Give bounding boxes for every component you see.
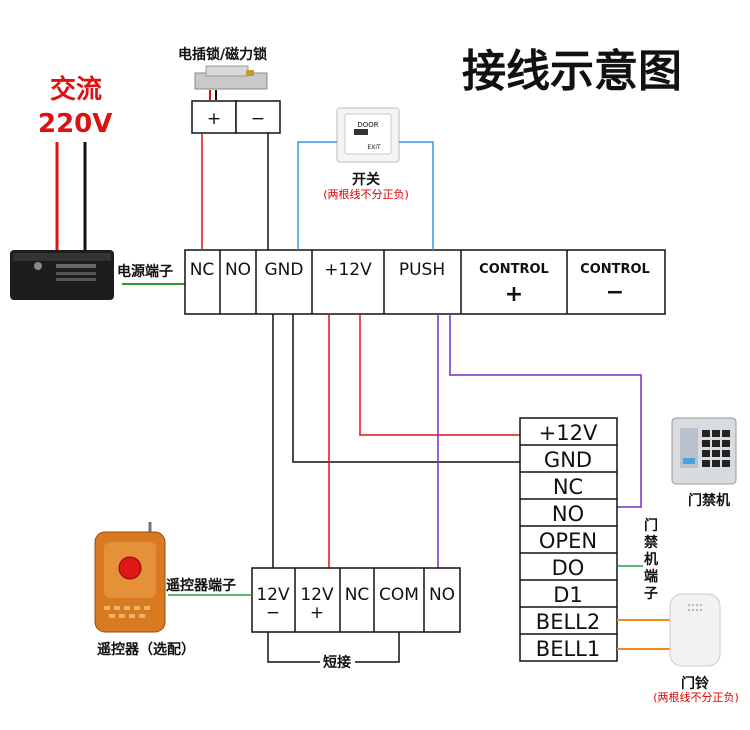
remote-terminal-plus: +: [310, 603, 324, 623]
remote-terminal-nc: NC: [345, 585, 370, 605]
exit-plate-door: DOOR: [357, 121, 378, 129]
access-label-char: 禁: [644, 534, 658, 551]
access-terminal-label: 门 禁 机 端 子: [644, 517, 658, 602]
lock-minus-symbol: −: [251, 109, 265, 129]
short-label: 短接: [323, 654, 351, 671]
wire-12v-access: [359, 314, 520, 436]
remote-label: 遥控器（选配）: [97, 641, 195, 658]
ac-voltage-label: 220V: [38, 109, 112, 139]
access-terminal-open: OPEN: [539, 529, 597, 553]
wire-gnd-access: [292, 314, 520, 463]
wire-push-access-no: [449, 314, 642, 508]
power-terminal-label: 电源端子: [117, 263, 173, 280]
terminal-control-minus-sign: −: [606, 280, 624, 305]
lock-minus-terminal: [235, 100, 281, 134]
short-jumper-left: [267, 632, 320, 663]
wire-exit-gnd: [297, 141, 337, 250]
access-terminal-no: NO: [552, 502, 584, 526]
remote-terminal-12v-neg: 12V: [256, 585, 290, 605]
ac-label: 交流: [50, 74, 102, 105]
power-terminal-block: [184, 249, 666, 315]
access-terminal-nc: NC: [553, 475, 583, 499]
terminal-control-minus: CONTROL: [580, 262, 650, 277]
exit-plate-exit: EXIT: [367, 144, 381, 151]
short-jumper-right: [355, 632, 400, 663]
access-terminal-12v: +12V: [539, 421, 598, 445]
power-supply-box: [10, 250, 114, 300]
lock-plus-terminal: [191, 100, 237, 134]
access-label-char: 机: [644, 551, 658, 568]
doorbell-label: 门铃: [681, 675, 709, 692]
access-label-char: 门: [644, 517, 658, 534]
access-terminal-block: [519, 417, 618, 662]
remote-terminal-com: COM: [379, 585, 419, 605]
access-terminal-gnd: GND: [544, 448, 592, 472]
exit-switch-image: [336, 107, 400, 163]
remote-terminal-12v-pos: 12V: [300, 585, 334, 605]
access-label-char: 子: [644, 586, 658, 602]
terminal-push: PUSH: [399, 260, 445, 280]
lock-plus-symbol: +: [207, 109, 221, 129]
exit-switch-label: 开关: [352, 171, 380, 188]
access-machine-label: 门禁机: [688, 492, 730, 509]
remote-terminal-no: NO: [429, 585, 455, 605]
terminal-no: NO: [225, 260, 251, 280]
access-terminal-do: DO: [552, 556, 585, 580]
remote-terminal-block: [251, 567, 461, 633]
exit-switch-note: (两根线不分正负): [323, 187, 409, 201]
terminal-12v: +12V: [324, 260, 372, 280]
remote-terminal-minus: −: [266, 603, 280, 623]
doorbell-image: [669, 593, 721, 667]
access-terminal-d1: D1: [553, 583, 583, 607]
remote-terminal-label: 遥控器端子: [166, 577, 236, 594]
lock-label: 电插锁/磁力锁: [178, 46, 267, 63]
access-terminal-bell2: BELL2: [536, 610, 600, 634]
access-keypad-image: [671, 417, 737, 485]
access-label-char: 端: [644, 568, 658, 585]
doorbell-note: (两根线不分正负): [653, 690, 739, 704]
terminal-control-plus-sign: +: [505, 282, 523, 307]
lock-image: [194, 65, 268, 100]
terminal-control-plus: CONTROL: [479, 262, 549, 277]
wire-exit-push: [399, 141, 434, 250]
remote-controller-image: [94, 522, 166, 633]
access-terminal-bell1: BELL1: [536, 637, 600, 661]
terminal-gnd: GND: [265, 260, 304, 280]
terminal-nc: NC: [190, 260, 215, 280]
diagram-title: 接线示意图: [462, 46, 682, 97]
